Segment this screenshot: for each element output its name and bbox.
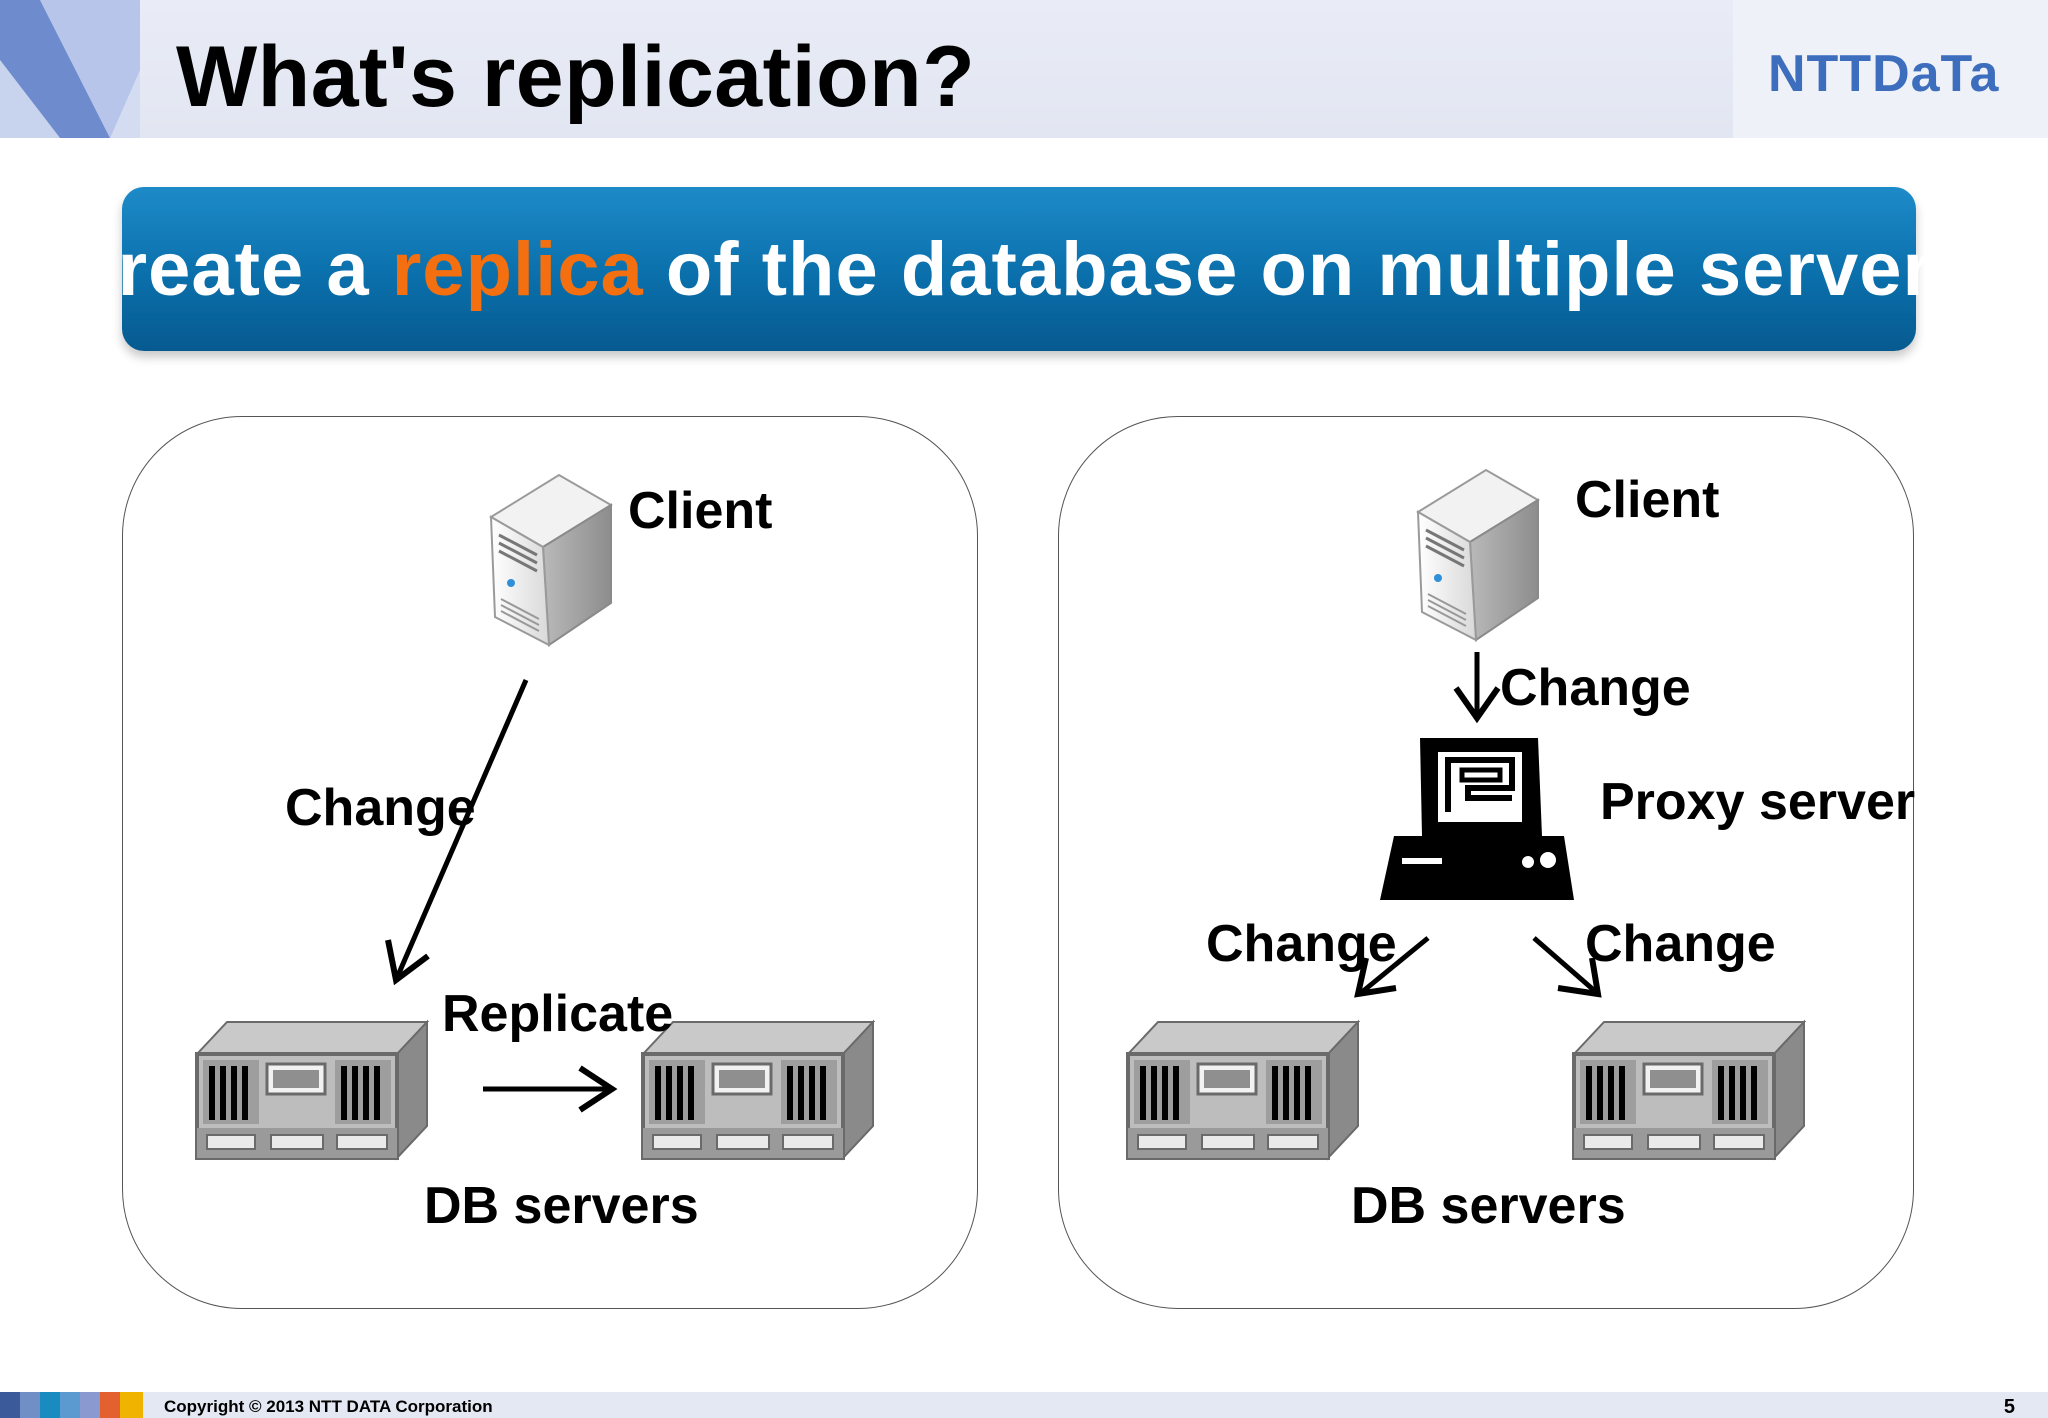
banner-text-after: of the database on multiple servers [643, 226, 1977, 312]
replicate-label: Replicate [442, 985, 674, 1043]
footer-swatch [0, 1392, 23, 1418]
ntt-data-logo: NTTDaTa [1768, 45, 2000, 103]
db-servers-label: DB servers [1351, 1177, 1626, 1235]
footer-swatch [60, 1392, 83, 1418]
change-label: Change [285, 779, 476, 837]
client-label: Client [628, 482, 773, 540]
copyright-text: Copyright © 2013 NTT DATA Corporation [164, 1397, 493, 1416]
db-servers-label: DB servers [424, 1177, 699, 1235]
footer-swatch [120, 1392, 143, 1418]
proxy-server-label: Proxy server [1600, 773, 1916, 831]
change-label: Change [1585, 915, 1776, 973]
corner-decoration [0, 0, 140, 138]
footer-swatch [40, 1392, 63, 1418]
headline-banner: Create a replica of the database on mult… [62, 187, 1975, 351]
banner-text: Create a replica of the database on mult… [62, 226, 1977, 313]
footer-swatch [80, 1392, 103, 1418]
banner-highlight: replica [391, 226, 644, 312]
footer-swatch [20, 1392, 43, 1418]
footer-band [0, 1392, 2048, 1418]
change-label: Change [1206, 915, 1397, 973]
client-label: Client [1575, 471, 1720, 529]
banner-text-before: Create a [61, 226, 392, 312]
footer-swatch [100, 1392, 123, 1418]
slide-title: What's replication? [176, 29, 976, 125]
change-label: Change [1500, 659, 1691, 717]
header-band [0, 0, 2048, 138]
page-number: 5 [2003, 1396, 2015, 1418]
logo-panel [1733, 0, 2048, 138]
